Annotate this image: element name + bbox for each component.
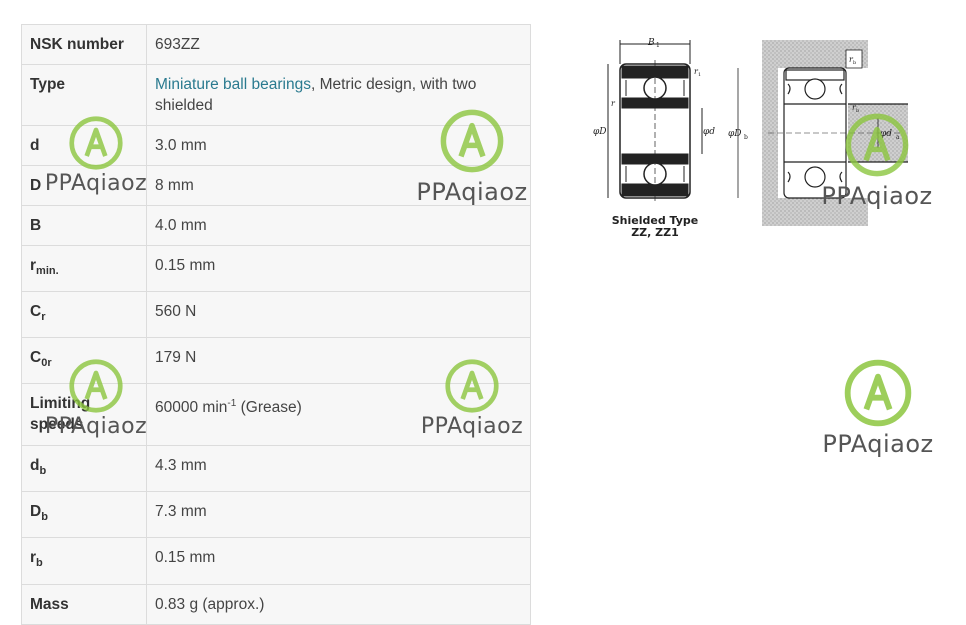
- label-type: Type: [21, 64, 147, 126]
- label-db-main: d: [30, 457, 40, 475]
- label-phida-sub: a: [896, 134, 900, 141]
- label-B1: B: [647, 38, 655, 48]
- value-r-min: 0.15 mm: [146, 244, 531, 293]
- label-r1-left: r: [611, 99, 616, 108]
- label-phiDb: φD: [728, 129, 742, 139]
- label-rb: rb: [21, 537, 147, 585]
- row-r-min: rmin. 0.15 mm: [21, 244, 531, 293]
- label-cr: Cr: [21, 291, 147, 339]
- label-db-sub: b: [39, 465, 47, 478]
- label-r-min-sub: min.: [36, 265, 59, 278]
- label-phiDb-sub: b: [744, 134, 748, 141]
- label-Db: Db: [21, 491, 147, 539]
- label-r-min-main: r: [30, 257, 37, 274]
- value-c0r: 179 N: [146, 337, 531, 385]
- label-B1-sub: 1: [656, 42, 660, 49]
- label-limiting-speeds: Limiting speeds: [21, 383, 147, 447]
- value-limiting-speeds: 60000 min-1 (Grease): [146, 383, 531, 447]
- row-B: B 4.0 mm: [21, 205, 531, 246]
- value-mass: 0.83 g (approx.): [146, 583, 531, 625]
- bearing-section-diagram: B 1 r 1 r φD φd: [593, 38, 715, 204]
- caption-line2: ZZ, ZZ1: [631, 226, 679, 239]
- spec-table: NSK number 693ZZ Type Miniature ball bea…: [21, 24, 531, 625]
- watermark-6: PPAqiaoz: [812, 358, 944, 462]
- watermark-text: PPAqiaoz: [822, 430, 934, 458]
- label-rb-top-sub: b: [853, 60, 856, 66]
- label-c0r: C0r: [21, 337, 147, 385]
- label-c0r-main: C: [30, 349, 42, 367]
- label-r1-sub: 1: [698, 72, 701, 78]
- limiting-value-rest: (Grease): [236, 399, 302, 417]
- row-limiting-speeds: Limiting speeds 60000 min-1 (Grease): [21, 383, 531, 447]
- row-type: Type Miniature ball bearings, Metric des…: [21, 64, 531, 126]
- mounting-diagram: r b r b φD b φd a: [728, 40, 908, 226]
- label-phiD: φD: [593, 127, 607, 137]
- label-cr-sub: r: [41, 311, 46, 324]
- label-rb-mid: r: [852, 103, 857, 112]
- caption-line1: Shielded Type: [611, 214, 699, 227]
- value-db: 4.3 mm: [146, 445, 531, 493]
- row-rb: rb 0.15 mm: [21, 537, 531, 585]
- value-B: 4.0 mm: [146, 205, 531, 246]
- value-nsk-number: 693ZZ: [146, 24, 531, 65]
- type-link[interactable]: Miniature ball bearings: [155, 76, 311, 93]
- value-type: Miniature ball bearings, Metric design, …: [146, 64, 531, 126]
- watermark-logo-icon: [844, 359, 912, 427]
- label-rb-mid-sub: b: [856, 108, 859, 114]
- label-D: D: [21, 165, 147, 206]
- label-rb-top: r: [849, 55, 854, 64]
- row-d: d 3.0 mm: [21, 125, 531, 166]
- value-rb: 0.15 mm: [146, 537, 531, 585]
- limiting-value-main: 60000 min: [155, 399, 228, 417]
- label-phid: φd: [703, 127, 715, 137]
- label-rb-main: r: [30, 549, 37, 567]
- label-B: B: [21, 205, 147, 246]
- label-r1: r: [694, 67, 699, 76]
- label-c0r-sub: 0r: [41, 357, 52, 370]
- label-mass: Mass: [21, 583, 147, 625]
- value-Db: 7.3 mm: [146, 491, 531, 539]
- label-d: d: [21, 125, 147, 166]
- value-d: 3.0 mm: [146, 125, 531, 166]
- value-D: 8 mm: [146, 165, 531, 206]
- row-Db: Db 7.3 mm: [21, 491, 531, 539]
- row-nsk-number: NSK number 693ZZ: [21, 24, 531, 65]
- type-rest: , Metric design, with two shielded: [155, 76, 477, 114]
- row-db: db 4.3 mm: [21, 445, 531, 493]
- diagram-caption: Shielded Type ZZ, ZZ1: [600, 215, 710, 239]
- label-Db-sub: b: [41, 511, 48, 524]
- row-D: D 8 mm: [21, 165, 531, 206]
- limiting-value-sup: -1: [227, 398, 237, 410]
- label-nsk-number: NSK number: [21, 24, 147, 65]
- label-r-min: rmin.: [21, 244, 147, 293]
- label-rb-sub: b: [36, 557, 43, 570]
- label-Db-main: D: [30, 503, 42, 521]
- row-c0r: C0r 179 N: [21, 337, 531, 385]
- label-db: db: [21, 445, 147, 493]
- label-cr-main: C: [30, 303, 42, 321]
- label-phida: φd: [880, 129, 892, 139]
- row-cr: Cr 560 N: [21, 291, 531, 339]
- value-cr: 560 N: [146, 291, 531, 339]
- row-mass: Mass 0.83 g (approx.): [21, 583, 531, 625]
